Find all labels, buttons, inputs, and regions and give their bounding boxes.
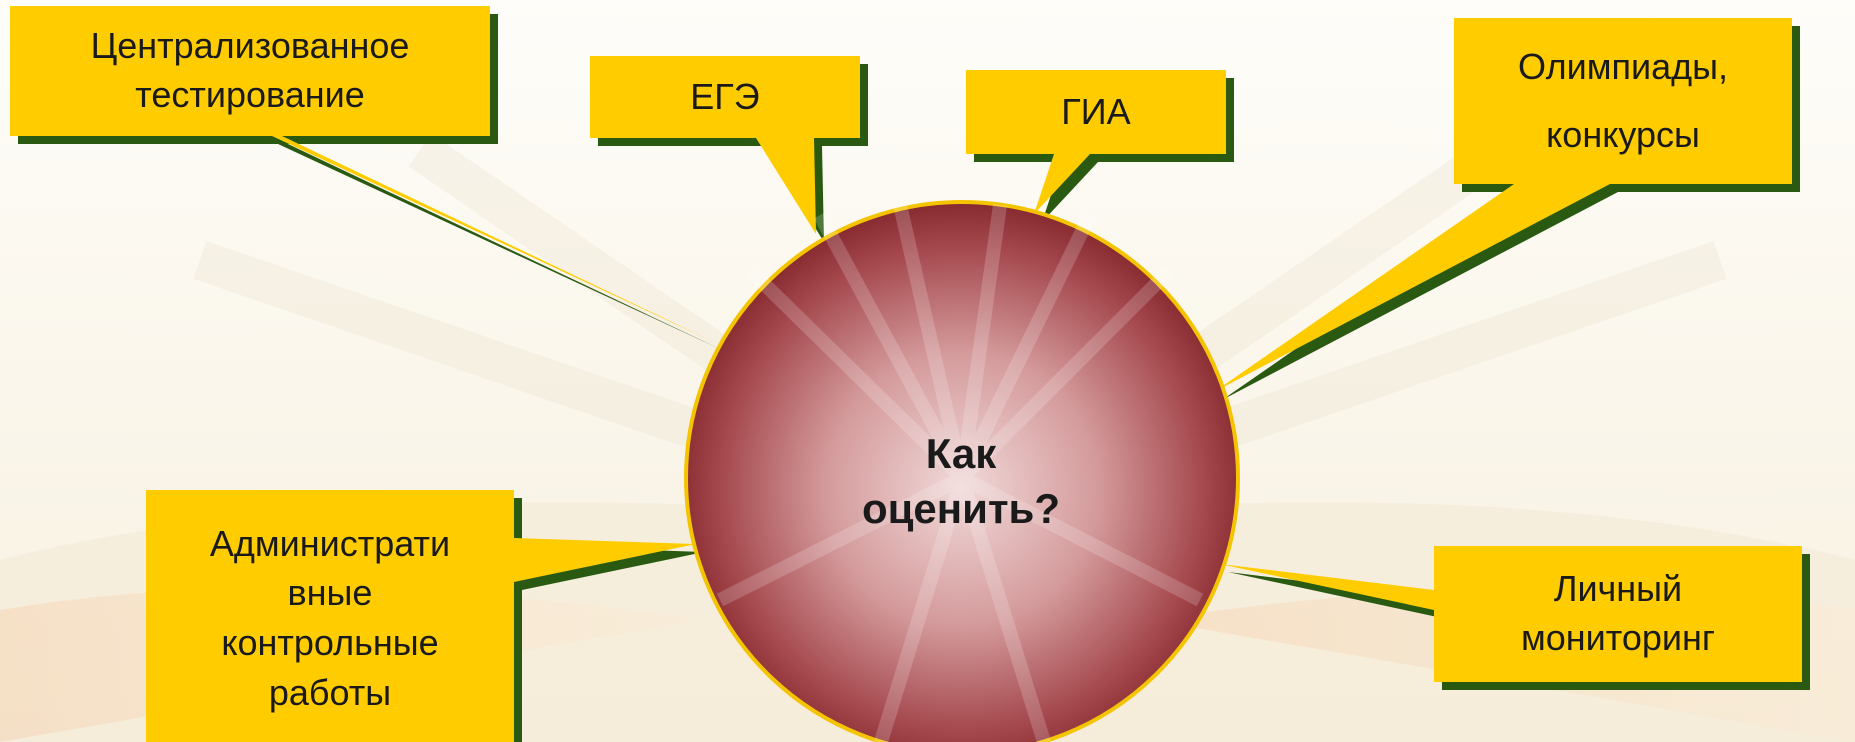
- center-question-line: оценить?: [861, 485, 1061, 532]
- callout-centralized-testing: Централизованное тестирование: [10, 6, 490, 136]
- callout-ege-shape: [590, 56, 868, 242]
- callout-admin-tests: Администрати вные контрольные работы: [146, 494, 514, 742]
- callout-personal-monitoring: Личный мониторинг: [1434, 546, 1802, 682]
- center-question: Как оценить?: [752, 407, 1170, 557]
- callout-olympiads-shape: [1214, 18, 1800, 400]
- callout-text-line: конкурсы: [1546, 114, 1700, 155]
- callout-text-line: тестирование: [135, 74, 365, 115]
- callout-text-line: Централизованное: [90, 25, 410, 67]
- callout-ege: ЕГЭ: [590, 56, 860, 138]
- callout-text-line: Олимпиады,: [1518, 45, 1728, 87]
- callout-olympiads: Олимпиады, конкурсы: [1454, 18, 1792, 184]
- callout-text: ЕГЭ: [690, 75, 760, 117]
- callout-text-line: контрольные: [221, 622, 439, 663]
- callout-text: ГИА: [1061, 90, 1131, 132]
- callout-admin-tests-shape: [146, 490, 704, 742]
- center-question-line: Как: [925, 430, 997, 478]
- callout-text-line: мониторинг: [1520, 617, 1715, 658]
- callout-text-line: вные: [287, 572, 373, 614]
- callout-centralized-testing-shape: [10, 6, 722, 350]
- callout-gia: ГИА: [966, 70, 1226, 154]
- callout-personal-monitoring-shape: [1220, 546, 1810, 690]
- callout-text-line: работы: [268, 671, 392, 713]
- callout-gia-shape: [966, 70, 1234, 222]
- callout-text-line: Личный: [1553, 568, 1683, 610]
- center-circle: [684, 200, 1240, 742]
- callout-text-line: Администрати: [209, 522, 451, 564]
